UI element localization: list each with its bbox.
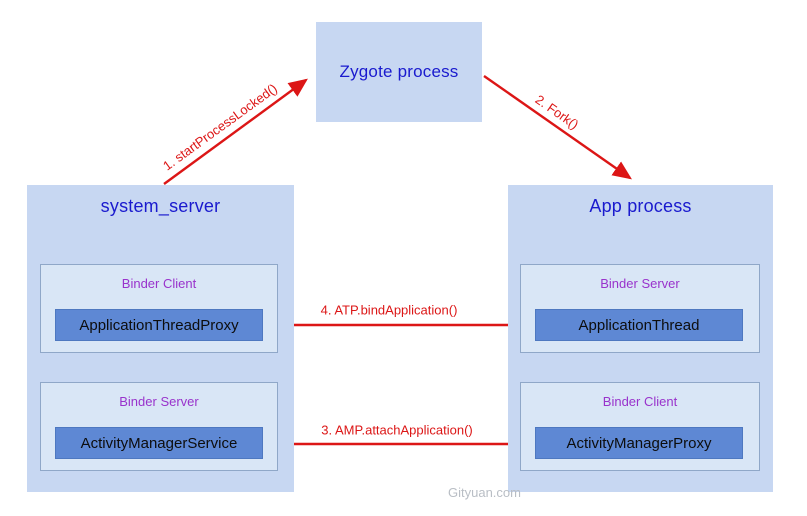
- binder-server-panel-system-server: Binder Server ActivityManagerService: [40, 382, 278, 471]
- binder-client-panel-system-server: Binder Client ApplicationThreadProxy: [40, 264, 278, 353]
- binder-role-label: Binder Server: [119, 394, 199, 409]
- app-process-title: App process: [589, 196, 692, 216]
- zygote-process-node: Zygote process: [316, 22, 482, 122]
- arrow-label-fork: 2. Fork(): [532, 91, 582, 133]
- system-server-title: system_server: [100, 196, 221, 216]
- activity-manager-service-box: ActivityManagerService: [55, 427, 263, 459]
- binder-server-panel-app-process: Binder Server ApplicationThread: [520, 264, 760, 353]
- binder-role-label: Binder Client: [602, 394, 678, 409]
- system-server-node: system_server Binder Client ApplicationT…: [27, 185, 294, 492]
- activity-manager-proxy-box: ActivityManagerProxy: [535, 427, 743, 459]
- arrow-fork: [483, 75, 632, 180]
- arrow-start-process-locked: [163, 78, 308, 185]
- watermark: Gityuan.com: [448, 485, 521, 500]
- binder-client-panel-app-process: Binder Client ActivityManagerProxy: [520, 382, 760, 471]
- binder-role-label: Binder Client: [121, 276, 197, 291]
- application-thread-proxy-box: ApplicationThreadProxy: [55, 309, 263, 341]
- arrow-label-bind-application: 4. ATP.bindApplication(): [320, 302, 458, 318]
- application-thread-box: ApplicationThread: [535, 309, 743, 341]
- binder-role-label: Binder Server: [600, 276, 680, 291]
- arrow-label-start-process-locked: 1. startProcessLocked(): [160, 80, 280, 174]
- zygote-process-title: Zygote process: [339, 62, 459, 81]
- app-process-node: App process Binder Server ApplicationThr…: [508, 185, 773, 492]
- arrow-label-attach-application: 3. AMP.attachApplication(): [321, 422, 473, 438]
